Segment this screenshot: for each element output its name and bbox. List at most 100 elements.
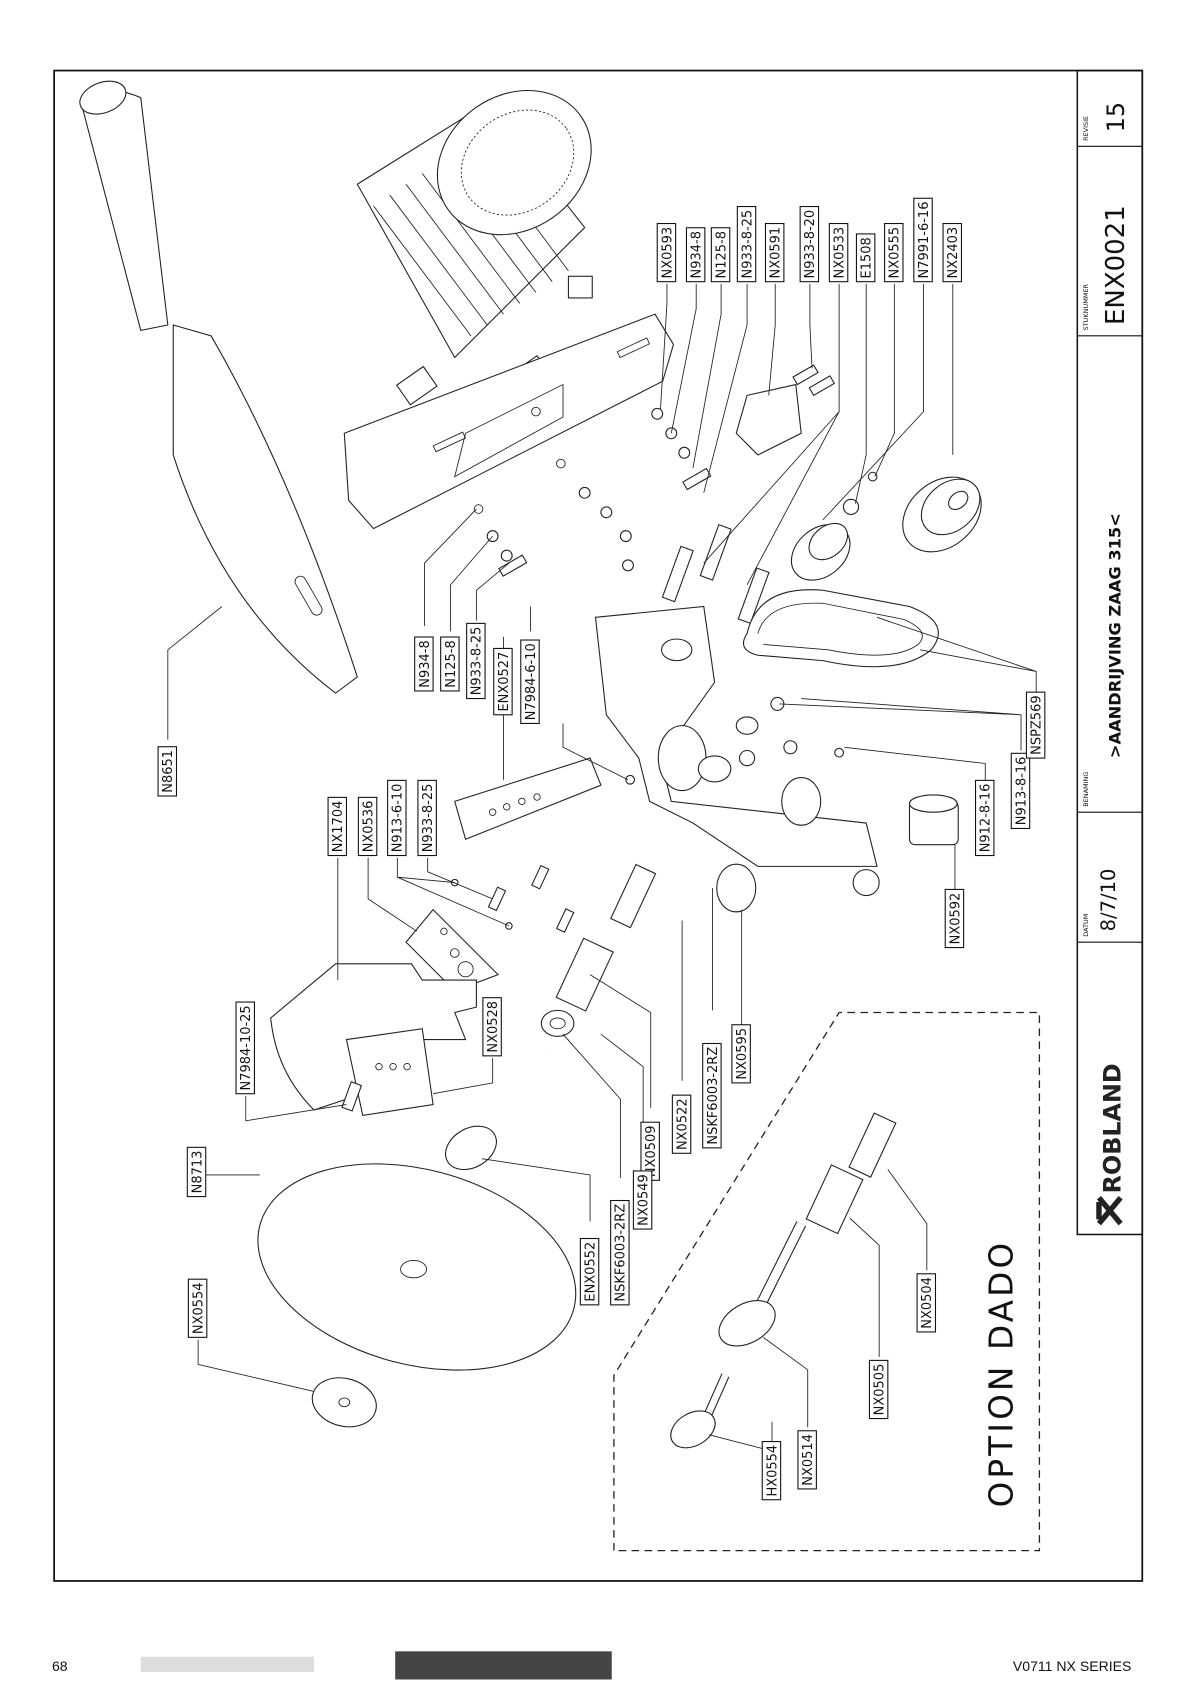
labels-dado: NX0504 NX0505 NX0514 HX0554	[761, 1273, 937, 1501]
part-label: N934-8	[685, 227, 706, 283]
part-label: NSKF6003-2RZ	[610, 1199, 630, 1306]
svg-text:N933-8-25: N933-8-25	[740, 210, 755, 279]
motor	[356, 89, 593, 406]
svg-text:N934-8: N934-8	[690, 231, 705, 278]
part-label: NX0549	[632, 1170, 653, 1230]
motor-fan-cover	[436, 89, 592, 236]
labels-top-row: NX0593 N934-8 N125-8 N933-8-25 NX0591 N9…	[656, 197, 963, 283]
labels-bracket: NX1704 NX0536 N913-6-10 N933-8-25	[327, 779, 437, 857]
part-label: ENX0552	[579, 1237, 600, 1306]
part-label: N8713	[186, 1146, 207, 1198]
page-number: 68	[52, 1658, 68, 1674]
part-label: NX0554	[187, 1278, 208, 1338]
svg-text:N125-8: N125-8	[444, 640, 459, 687]
part-label: N934-8	[414, 636, 434, 692]
part-label: NX2403	[942, 222, 963, 283]
part-label: NSPZ569	[1025, 691, 1046, 759]
revisie-value: 15	[1102, 102, 1130, 132]
part-label: N933-8-25	[466, 622, 486, 700]
part-label: NX1704	[327, 796, 348, 857]
blade-flange-nx0554	[311, 1377, 377, 1428]
svg-text:NX0595: NX0595	[735, 1028, 750, 1080]
part-label: N913-6-10	[387, 779, 407, 857]
belt-and-pulleys	[742, 476, 982, 668]
bearing-sleeve-nx0592	[908, 794, 959, 846]
svg-text:NX0505: NX0505	[873, 1364, 888, 1416]
dado-parts	[670, 1112, 897, 1449]
part-label: NX0504	[916, 1273, 937, 1333]
svg-text:N912-8-16: N912-8-16	[979, 784, 994, 853]
saw-blade	[257, 1163, 577, 1371]
svg-text:NX0514: NX0514	[801, 1434, 816, 1486]
stuknummer-value: ENX0021	[1101, 205, 1131, 325]
blade-guard	[79, 80, 358, 694]
svg-text:NX0593: NX0593	[660, 227, 675, 279]
svg-text:ROBLAND: ROBLAND	[1099, 1063, 1127, 1193]
svg-text:NX0592: NX0592	[948, 893, 963, 945]
part-label: NX0591	[764, 222, 785, 283]
part-label: N7991-6-16	[913, 197, 933, 283]
svg-text:HX0554: HX0554	[765, 1445, 780, 1497]
part-label: NSKF6003-2RZ	[702, 1042, 722, 1149]
leader-lines	[167, 283, 1037, 1452]
datum-label: DATUM	[1082, 914, 1090, 937]
revisie-label: REVISIE	[1082, 116, 1090, 141]
labels-blade: N8713 NX0554	[186, 1146, 208, 1338]
robland-logo: ROBLAND	[1096, 1063, 1127, 1226]
svg-text:NX0522: NX0522	[675, 1098, 690, 1150]
svg-text:N913-8-16: N913-8-16	[1014, 757, 1029, 826]
part-label: N8651	[157, 746, 178, 797]
svg-text:NX0555: NX0555	[888, 227, 903, 279]
part-label: NX0592	[944, 888, 965, 949]
benaming-value: >AANDRIJVING ZAAG 315<	[1106, 513, 1125, 758]
labels-belt: NX0592 N912-8-16 N913-8-16 NSPZ569	[944, 691, 1046, 949]
svg-text:NX0536: NX0536	[361, 801, 376, 853]
svg-text:ENX0552: ENX0552	[583, 1242, 598, 1302]
svg-text:NX0533: NX0533	[832, 227, 847, 279]
part-label: HX0554	[761, 1441, 782, 1501]
bolts	[486, 364, 878, 785]
svg-text:N7991-6-16: N7991-6-16	[917, 202, 932, 279]
part-label: NX0528	[482, 997, 502, 1057]
svg-text:N125-8: N125-8	[714, 231, 729, 278]
svg-text:NSKF6003-2RZ: NSKF6003-2RZ	[706, 1047, 721, 1145]
svg-text:N913-6-10: N913-6-10	[391, 784, 406, 853]
footer-faint-text	[140, 1656, 314, 1672]
motor-plate	[343, 313, 675, 530]
part-label: N933-8-25	[417, 779, 437, 857]
labels-hub: NX0509 NX0522 NSKF6003-2RZ NX0595	[640, 1024, 751, 1181]
svg-text:E1508: E1508	[860, 237, 875, 278]
option-dado-title: OPTION DADO	[982, 1240, 1020, 1508]
stuknummer-label: STUKNUMMER	[1082, 283, 1090, 330]
svg-text:NX0554: NX0554	[191, 1282, 206, 1334]
part-label: NX0522	[671, 1094, 692, 1154]
svg-text:N8651: N8651	[161, 750, 176, 793]
svg-text:NX0509: NX0509	[644, 1125, 659, 1177]
svg-text:N7984-10-25: N7984-10-25	[239, 1005, 254, 1090]
svg-text:NSPZ569: NSPZ569	[1030, 695, 1045, 754]
part-label: N7984-10-25	[235, 1001, 255, 1095]
part-label: ENX0527	[493, 647, 513, 716]
svg-text:N933-8-20: N933-8-20	[803, 210, 818, 279]
svg-text:ENX0527: ENX0527	[497, 652, 512, 712]
spacers	[540, 716, 759, 1037]
part-label: NX0533	[828, 222, 849, 283]
plate-enx0527	[454, 757, 602, 841]
part-label: N933-8-25	[736, 205, 757, 283]
bracket-assembly	[270, 908, 500, 1117]
part-label: NX0593	[656, 222, 677, 283]
series-label: V0711 NX SERIES	[1013, 1658, 1132, 1674]
svg-text:NX0591: NX0591	[769, 227, 784, 279]
motor-mount-block	[735, 383, 802, 456]
svg-text:NX0504: NX0504	[920, 1277, 935, 1329]
datum-value: 8/7/10	[1097, 869, 1120, 932]
part-label: N933-8-20	[799, 205, 820, 283]
part-label: N912-8-16	[974, 779, 995, 857]
svg-text:NX1704: NX1704	[331, 801, 346, 853]
part-label: NX0595	[731, 1024, 751, 1084]
svg-text:NX2403: NX2403	[946, 227, 961, 279]
option-dado-box	[613, 1011, 1041, 1552]
benaming-label: BENAMING	[1082, 772, 1090, 807]
svg-text:N7984-6-10: N7984-6-10	[524, 643, 539, 720]
